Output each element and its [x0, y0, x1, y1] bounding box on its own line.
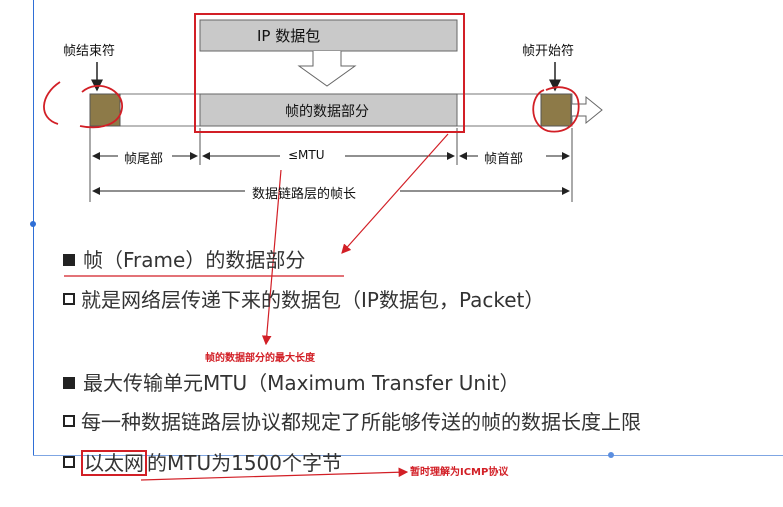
bullet-frame-data: 帧（Frame）的数据部分	[63, 247, 305, 273]
bullet-mtu: 最大传输单元MTU（Maximum Transfer Unit）	[63, 370, 520, 396]
filled-square-bullet-icon	[63, 377, 75, 389]
mtu-annotation: 帧的数据部分的最大长度	[205, 353, 315, 364]
encapsulate-arrow	[297, 51, 357, 87]
frame-length-label: 数据链路层的帧长	[252, 187, 357, 202]
hollow-square-bullet-icon	[63, 415, 75, 427]
hollow-square-bullet-icon	[63, 456, 75, 468]
frame-end-label: 帧结束符	[63, 44, 116, 59]
icmp-annotation: 暂时理解为ICMP协议	[410, 467, 509, 478]
frame-data-box	[199, 93, 458, 127]
icmp-note-pointer	[140, 467, 409, 481]
slide-left-border	[33, 0, 34, 455]
frame-data-label: 帧的数据部分	[285, 104, 369, 120]
hollow-square-bullet-icon	[63, 293, 75, 305]
transmit-direction-arrow	[572, 95, 603, 125]
slide-handle-dot	[30, 221, 36, 227]
frame-start-label: 帧开始符	[522, 44, 575, 59]
filled-square-bullet-icon	[63, 254, 75, 266]
frame-end-circle	[43, 81, 123, 129]
frame-start-circle	[532, 86, 580, 133]
mtu-label: ≤MTU	[288, 148, 325, 162]
ip-packet-label: IP 数据包	[257, 27, 321, 45]
ip-packet-box	[199, 19, 458, 52]
data-part-pointer	[341, 133, 449, 254]
frame-start-marker	[540, 93, 572, 127]
sub-bullet-ip-packet: 就是网络层传递下来的数据包（IP数据包，Packet）	[63, 287, 544, 313]
ip-packet-highlight-box	[194, 13, 465, 133]
slide-bottom-handle-dot	[608, 452, 614, 458]
ethernet-highlight: 以太网	[81, 450, 147, 476]
trailer-label: 帧尾部	[124, 152, 164, 167]
sub-bullet-mtu-limit: 每一种数据链路层协议都规定了所能够传送的帧的数据长度上限	[63, 409, 641, 435]
slide-bottom-border	[33, 455, 783, 456]
sub-bullet-ethernet-mtu: 以太网的MTU为1500个字节	[63, 450, 342, 476]
mtu-note-pointer	[261, 169, 282, 346]
header-label: 帧首部	[484, 152, 524, 167]
